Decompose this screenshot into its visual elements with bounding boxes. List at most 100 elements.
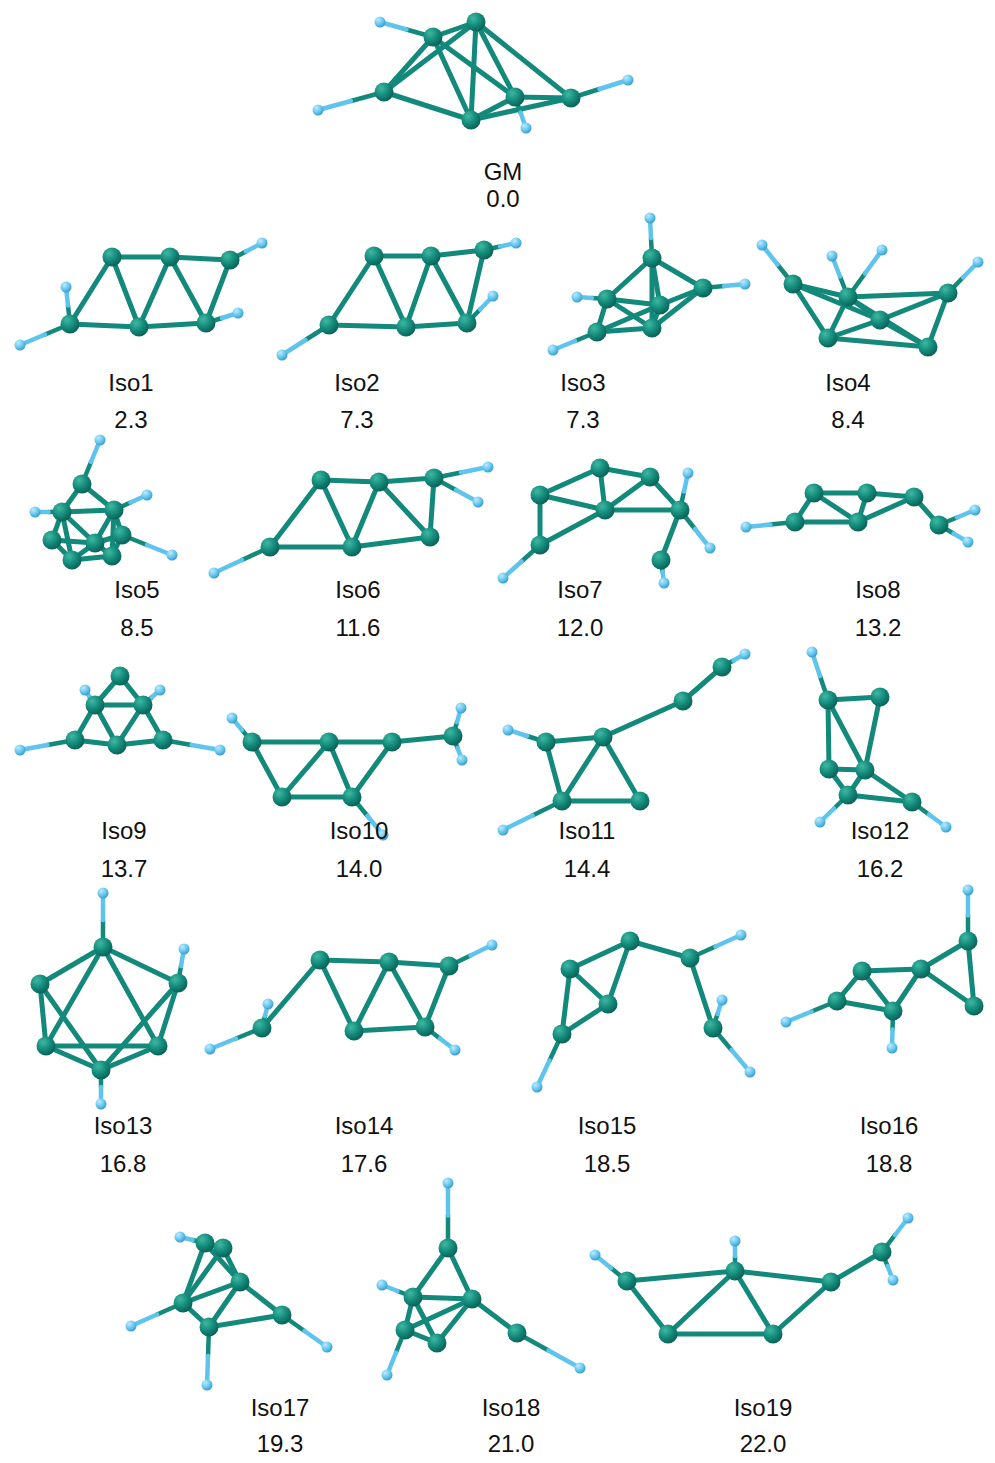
boron-atom: [858, 484, 877, 503]
boron-atom: [467, 13, 486, 32]
relative-energy: 21.0: [488, 1430, 535, 1458]
boron-atom: [591, 459, 610, 478]
boron-atom: [674, 692, 693, 711]
isomer-name: Iso3: [560, 369, 605, 397]
isomer-name: Iso7: [557, 576, 602, 604]
b-b-bond: [40, 984, 101, 1070]
boron-atom: [424, 28, 443, 47]
hydrogen-atom: [443, 1178, 454, 1189]
boron-atom: [439, 1239, 458, 1258]
relative-energy: 16.8: [100, 1150, 147, 1178]
hydrogen-atom: [781, 1017, 792, 1028]
boron-atom: [421, 528, 440, 547]
boron-atom: [871, 311, 890, 330]
b-b-bond: [112, 257, 139, 327]
hydrogen-atom: [973, 257, 984, 268]
hydrogen-atom: [736, 930, 747, 941]
boron-atom: [965, 997, 984, 1016]
b-b-bond: [139, 323, 206, 327]
hydrogen-atom: [511, 238, 522, 249]
b-b-bond: [389, 962, 425, 1027]
isomer-name: Iso14: [335, 1112, 394, 1140]
hydrogen-atom: [963, 885, 974, 896]
boron-atom: [839, 786, 858, 805]
isomer-name: Iso2: [334, 369, 379, 397]
boron-atom: [659, 1325, 678, 1344]
boron-atom: [652, 551, 671, 570]
boron-atom: [311, 951, 330, 970]
boron-atom: [537, 733, 556, 752]
isomer-structure: [781, 885, 984, 1054]
hydrogen-atom: [970, 505, 981, 516]
b-b-bond: [354, 962, 389, 1031]
hydrogen-atom: [167, 550, 178, 561]
boron-atom: [404, 1288, 423, 1307]
hydrogen-atom: [575, 1363, 586, 1374]
b-b-bond: [352, 742, 392, 797]
boron-atom: [174, 1294, 193, 1313]
b-b-bond: [262, 960, 320, 1028]
hydrogen-atom: [487, 940, 498, 951]
hydrogen-atom: [488, 291, 499, 302]
boron-atom: [197, 314, 216, 333]
boron-atom: [704, 1019, 723, 1038]
boron-atom: [726, 1262, 745, 1281]
boron-atom: [553, 792, 572, 811]
boron-atom: [764, 1325, 783, 1344]
boron-atom: [103, 547, 122, 566]
b-b-bond: [603, 701, 683, 737]
isomer-name: Iso15: [578, 1112, 637, 1140]
b-b-bond: [379, 482, 430, 537]
boron-atom: [108, 736, 127, 755]
hydrogen-atom: [877, 245, 888, 256]
boron-atom: [43, 531, 62, 550]
b-b-bond: [252, 740, 329, 745]
hydrogen-atom: [175, 1232, 186, 1243]
b-b-bond: [773, 1282, 831, 1334]
isomer-structure: [741, 484, 981, 548]
boron-atom: [694, 279, 713, 298]
hydrogen-atom: [473, 497, 484, 508]
b-b-bond: [46, 1044, 158, 1049]
b-b-bond: [384, 37, 433, 92]
relative-energy: 16.2: [857, 855, 904, 883]
b-b-bond: [865, 697, 880, 770]
boron-atom: [320, 733, 339, 752]
boron-atom: [383, 733, 402, 752]
isomer-structure: [498, 649, 751, 836]
boron-atom: [345, 1022, 364, 1041]
hydrogen-atom: [498, 573, 509, 584]
hydrogen-atom: [61, 282, 72, 293]
relative-energy: 0.0: [486, 185, 519, 213]
b-b-bond: [406, 256, 431, 327]
boron-atom: [243, 733, 262, 752]
boron-atom: [819, 329, 838, 348]
boron-atom: [930, 516, 949, 535]
hydrogen-atom: [741, 522, 752, 533]
b-b-bond: [352, 537, 430, 547]
hydrogen-atom: [205, 1044, 216, 1055]
isomer-structure: [590, 1213, 914, 1344]
boron-atom: [508, 1324, 527, 1343]
boron-atom: [458, 314, 477, 333]
hydrogen-atom: [888, 1275, 899, 1286]
hydrogen-atom: [963, 537, 974, 548]
boron-atom: [320, 316, 339, 335]
isomer-structure: [30, 435, 178, 570]
hydrogen-atom: [745, 1067, 756, 1078]
boron-atom: [873, 1243, 892, 1262]
b-b-bond: [282, 795, 352, 800]
boron-atom: [959, 932, 978, 951]
boron-atom: [919, 338, 938, 357]
b-b-bond: [320, 960, 354, 1031]
b-b-bond: [103, 947, 158, 1046]
hydrogen-atom: [457, 755, 468, 766]
boron-atom: [822, 1273, 841, 1292]
hydrogen-atom: [227, 713, 238, 724]
relative-energy: 14.4: [564, 855, 611, 883]
b-b-bond: [627, 1271, 735, 1281]
boron-atom: [475, 241, 494, 260]
isomer-name: Iso10: [330, 817, 389, 845]
b-b-bond: [320, 960, 389, 962]
hydrogen-atom: [807, 647, 818, 658]
